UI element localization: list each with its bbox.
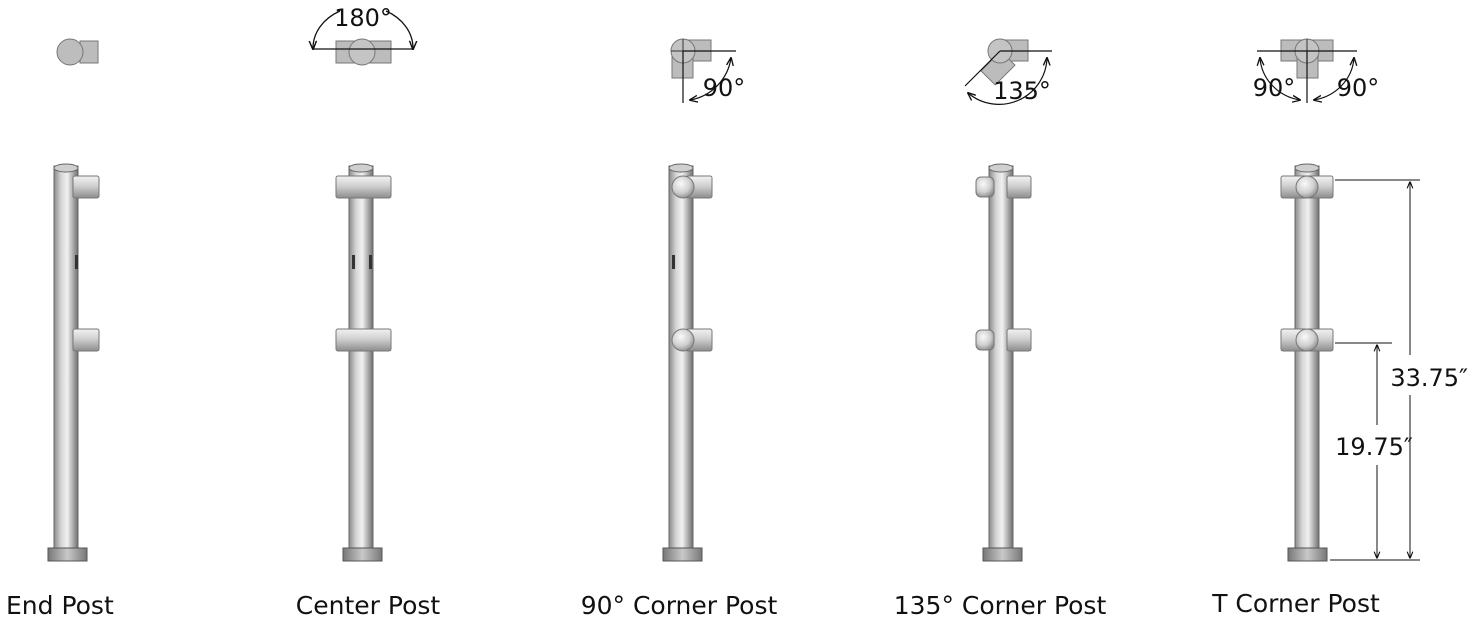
center-angle-label: 180° — [334, 4, 392, 32]
tcorner-right-angle-label: 90° — [1337, 74, 1380, 102]
corner135-post-top-view: 135° — [964, 38, 1052, 105]
end-post-elevation — [47, 163, 100, 562]
end-post-top-view — [56, 38, 99, 66]
corner90-post-top-view: 90° — [670, 38, 746, 103]
corner90-angle-label: 90° — [703, 74, 746, 102]
caption-corner90-post: 90° Corner Post — [581, 591, 778, 618]
tcorner-post-top-view: 90° 90° — [1253, 38, 1380, 103]
total-height-label: 33.75″ — [1390, 364, 1468, 392]
dimension-total-height: 33.75″ — [1330, 179, 1468, 561]
corner135-angle-label: 135° — [993, 77, 1051, 105]
caption-center-post: Center Post — [296, 591, 441, 618]
dimension-lower-height: 19.75″ — [1335, 342, 1413, 558]
caption-tcorner-post: T Corner Post — [1211, 589, 1380, 618]
tcorner-post-elevation — [1280, 163, 1334, 562]
tcorner-left-angle-label: 90° — [1253, 74, 1296, 102]
caption-end-post: End Post — [6, 591, 114, 618]
center-post-top-view: 180° — [313, 4, 413, 66]
center-post-elevation — [335, 163, 392, 562]
lower-height-label: 19.75″ — [1335, 433, 1413, 461]
caption-corner135-post: 135° Corner Post — [894, 591, 1107, 618]
corner90-post-elevation — [662, 163, 713, 562]
corner135-post-elevation — [975, 163, 1032, 562]
